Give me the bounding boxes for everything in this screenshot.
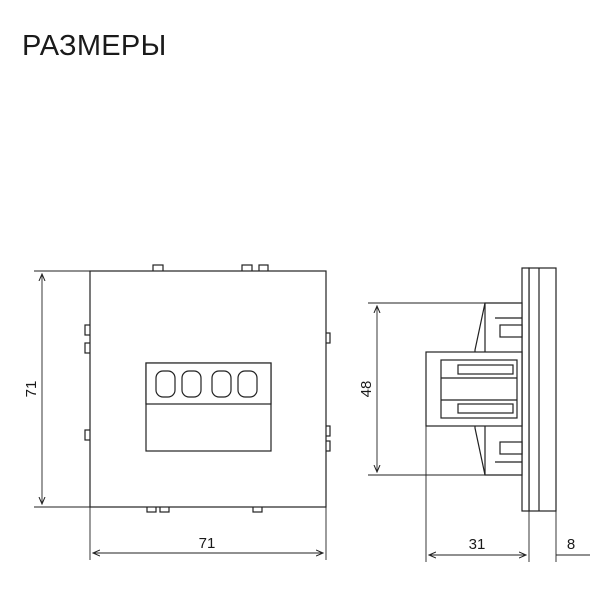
side-plate [528, 267, 557, 512]
front-height-label: 71 [23, 381, 40, 398]
front-view [84, 264, 331, 513]
port-3 [211, 370, 232, 398]
side-depth-label: 31 [469, 536, 486, 553]
port-1 [155, 370, 176, 398]
page-title: РАЗМЕРЫ [22, 30, 167, 62]
front-width-label: 71 [199, 535, 216, 552]
front-width-dimension [89, 507, 327, 560]
port-4 [237, 370, 258, 398]
side-height-label: 48 [358, 381, 375, 398]
front-height-dimension [34, 270, 90, 508]
side-view [425, 267, 557, 512]
side-depth-dimension [425, 426, 530, 562]
side-plate-edge [521, 267, 530, 512]
port-2 [181, 370, 202, 398]
side-plate-label: 8 [567, 536, 575, 553]
side-height-dimension [368, 302, 485, 476]
side-plate-dimension [555, 511, 590, 562]
